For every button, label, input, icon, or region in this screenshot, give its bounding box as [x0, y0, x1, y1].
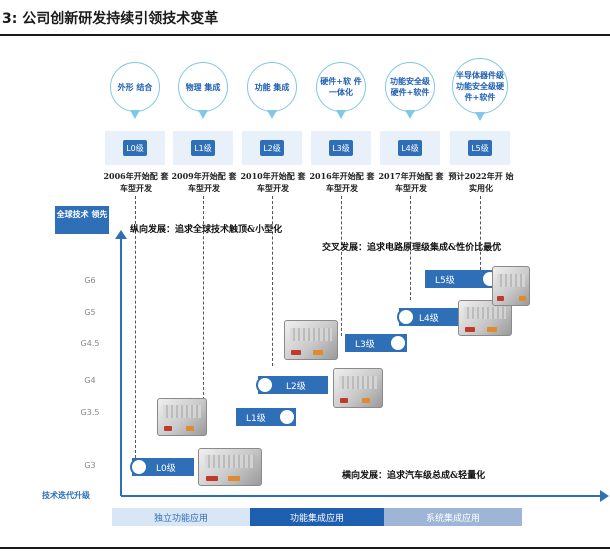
- year-label-4: 2017年开始配 套车型开发: [378, 171, 444, 193]
- step-knob-4: [397, 308, 415, 326]
- product-image-l3: [333, 368, 383, 408]
- year-label-1: 2009年开始配 套车型开发: [171, 171, 237, 193]
- band-independent: 独立功能应用: [112, 508, 250, 526]
- level-badge-5: L5级: [468, 140, 492, 156]
- product-image-l0a: [157, 398, 207, 436]
- guide-line-5: [480, 196, 481, 270]
- footer-rule: [0, 547, 610, 549]
- year-label-0: 2006年开始配 套车型开发: [103, 171, 169, 193]
- figure-header: 3: 公司创新研发持续引领技术变革: [0, 0, 610, 36]
- step-knob-0: [130, 458, 148, 476]
- level-badge-0: L0级: [123, 140, 147, 156]
- band-label: 独立功能应用: [153, 513, 208, 524]
- band-label: 系统集成应用: [425, 513, 480, 524]
- product-image-l0b: [198, 448, 262, 486]
- stage-pin-0: 外形 结合: [110, 62, 160, 119]
- level-badge-4: L4级: [398, 140, 422, 156]
- product-image-l5: [492, 266, 530, 306]
- band-system: 系统集成应用: [384, 508, 522, 526]
- cross-note: 交叉发展：追求电路原理级集成&性价比最优: [322, 243, 502, 253]
- y-tick: G4: [84, 376, 96, 385]
- year-label-2: 2010年开始配 套车型开发: [240, 171, 306, 193]
- y-tick: G3: [84, 461, 96, 470]
- guide-line-3: [341, 196, 342, 336]
- year-label-3: 2016年开始配 套车型开发: [309, 171, 375, 193]
- level-step-0: L0级: [132, 458, 194, 476]
- guide-line-4: [410, 196, 411, 300]
- step-knob-2: [256, 376, 274, 394]
- level-step-4: L4级: [399, 308, 467, 326]
- stage-pin-3: 硬件+软 件一体化: [316, 62, 366, 119]
- guide-line-2: [272, 196, 273, 366]
- guide-line-1: [203, 196, 204, 410]
- figure-title: 3: 公司创新研发持续引领技术变革: [2, 11, 219, 27]
- horizontal-note: 横向发展：追求汽车级总成&轻量化: [342, 471, 486, 481]
- x-axis: [121, 490, 609, 502]
- y-tick: G6: [84, 276, 96, 285]
- x-axis-title: 技术迭代升级: [42, 490, 90, 500]
- y-tick: G4.5: [80, 339, 100, 348]
- level-badge-2: L2级: [260, 140, 284, 156]
- band-label: 功能集成应用: [289, 513, 344, 524]
- band-function: 功能集成应用: [250, 508, 384, 526]
- stage-pin-1: 物理 集成: [178, 62, 228, 119]
- stage-pin-4: 功能安全级 硬件+软件: [385, 62, 435, 119]
- guide-line-0: [135, 196, 136, 458]
- level-badge-3: L3级: [329, 140, 353, 156]
- step-knob-1: [278, 408, 296, 426]
- year-label-5: 预计2022年开 始实用化: [448, 171, 514, 193]
- vertical-note: 纵向发展：追求全球技术触顶&小型化: [130, 225, 283, 235]
- y-tick: G5: [84, 308, 96, 317]
- level-badge-1: L1级: [191, 140, 215, 156]
- stage-pin-5: 半导体器件级 功能安全级硬 件+软件: [452, 58, 508, 121]
- y-tick: G3.5: [80, 408, 100, 417]
- product-image-l4: [458, 300, 512, 336]
- y-axis: [115, 230, 127, 496]
- step-knob-3: [389, 334, 407, 352]
- stage-pin-2: 功能 集成: [247, 62, 297, 119]
- level-step-2: L2级: [258, 376, 328, 394]
- product-image-l2: [284, 320, 338, 360]
- level-step-5: L5级: [425, 270, 499, 288]
- y-axis-title: 全球技术 领先: [55, 206, 109, 234]
